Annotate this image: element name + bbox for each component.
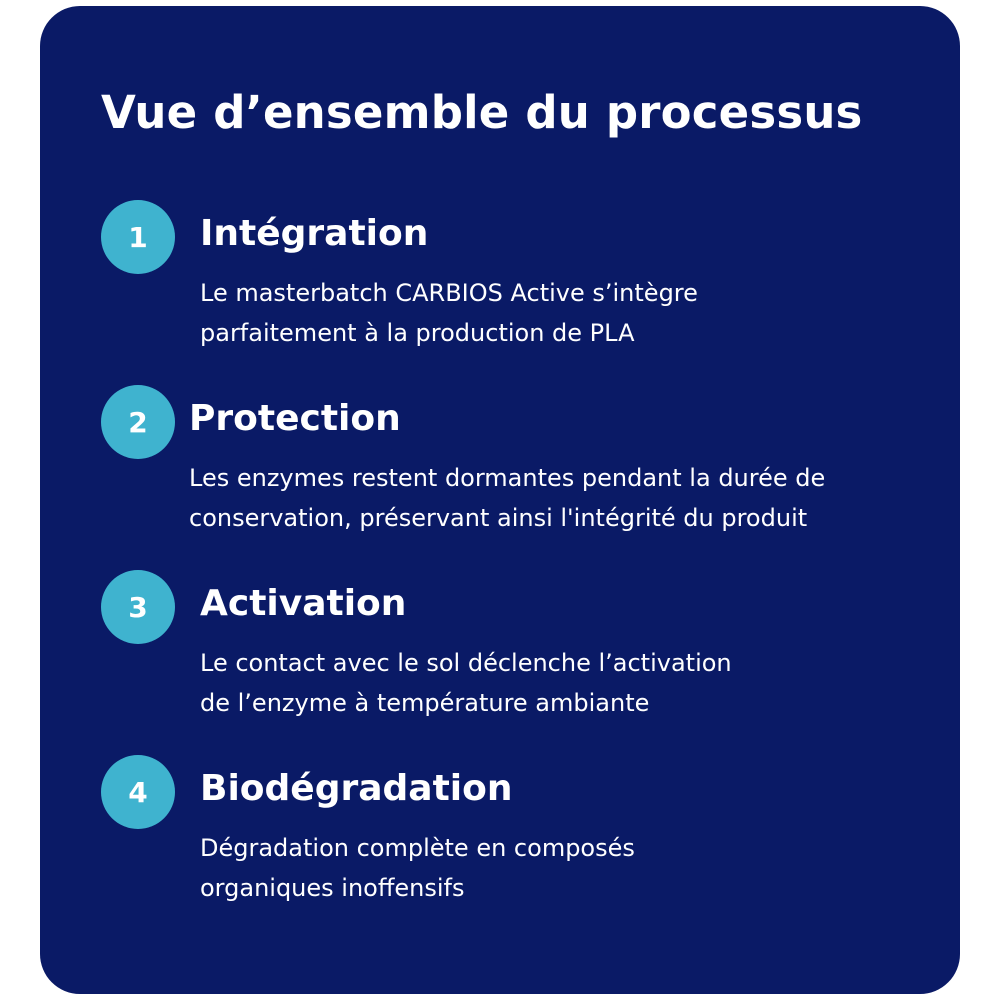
card-title: Vue d’ensemble du processus <box>101 86 863 139</box>
step-description-line: conservation, préservant ainsi l'intégri… <box>189 504 808 532</box>
step-description-line: Le contact avec le sol déclenche l’activ… <box>200 649 732 677</box>
step-number-badge: 1 <box>101 200 175 274</box>
step-description-line: Le masterbatch CARBIOS Active s’intègre <box>200 279 698 307</box>
step-number-badge: 3 <box>101 570 175 644</box>
step-description-line: organiques inoffensifs <box>200 874 465 902</box>
step-title: Protection <box>189 398 401 439</box>
step-description-line: parfaitement à la production de PLA <box>200 319 635 347</box>
step-description: Les enzymes restent dormantes pendant la… <box>189 458 825 538</box>
step-description: Le masterbatch CARBIOS Active s’intègre … <box>200 273 698 353</box>
step-title: Biodégradation <box>200 768 513 809</box>
step-title: Activation <box>200 583 407 624</box>
step-description-line: Dégradation complète en composés <box>200 834 635 862</box>
process-overview-card: Vue d’ensemble du processus 1 Intégratio… <box>40 6 960 994</box>
step-description: Le contact avec le sol déclenche l’activ… <box>200 643 732 723</box>
step-description-line: Les enzymes restent dormantes pendant la… <box>189 464 826 492</box>
step-number-badge: 2 <box>101 385 175 459</box>
step-description: Dégradation complète en composés organiq… <box>200 828 635 908</box>
step-number-badge: 4 <box>101 755 175 829</box>
step-description-line: de l’enzyme à température ambiante <box>200 689 650 717</box>
step-title: Intégration <box>200 213 429 254</box>
